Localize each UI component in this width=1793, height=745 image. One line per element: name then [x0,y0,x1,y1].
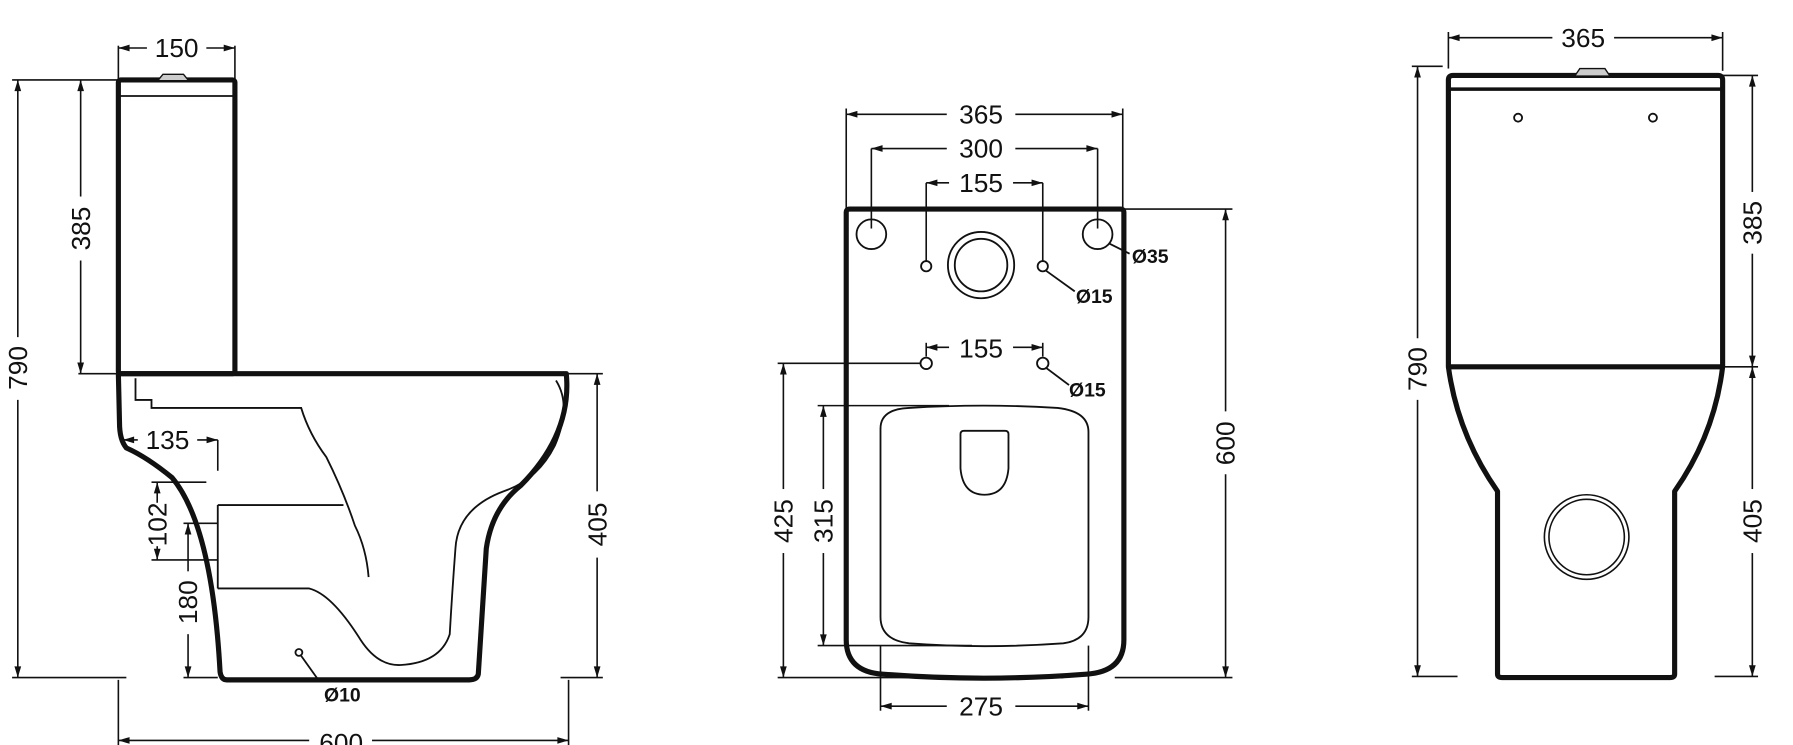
label-bolt-hole-diameter: Ø35 [1132,246,1169,268]
label-top-hole-diameter: Ø15 [1076,286,1113,308]
label-seat-hole-diameter: Ø15 [1069,379,1106,401]
dim-total-height: 790 [3,346,33,390]
dim-outlet-span: 102 [142,503,172,547]
dim-tank-height: 385 [66,207,96,251]
dim-seat-hole-spacing: 155 [959,334,1003,364]
dim-front-tank-height: 385 [1737,201,1767,245]
dim-seat-width: 275 [959,691,1003,721]
dim-seat-length: 315 [809,499,839,543]
dim-top-hole-spacing: 155 [959,168,1003,198]
side-view-outline [115,73,570,683]
dim-bowl-height: 405 [582,503,612,547]
rear-view: 365 300 155 Ø35 Ø15 155 Ø15 425 315 [769,99,1241,721]
dim-front-total-height: 790 [1403,347,1433,391]
dim-outlet-height: 180 [173,580,203,624]
front-view-outline [1445,67,1726,681]
front-dimensions: 365 790 385 405 [1403,23,1767,678]
dim-front-bowl-height: 405 [1737,499,1767,543]
label-hole-diameter: Ø10 [324,685,361,707]
dim-rear-width: 365 [959,99,1003,129]
rear-view-outline [843,206,1127,681]
side-dimensions: 150 790 385 405 600 135 102 180 Ø10 [3,33,612,745]
dim-outlet-offset: 135 [146,425,190,455]
dim-tank-width: 150 [155,33,199,63]
dim-seat-hole-height: 425 [769,499,799,543]
front-view: 365 790 385 405 [1403,23,1767,681]
dim-rear-length: 600 [1211,421,1241,465]
side-view: 150 790 385 405 600 135 102 180 Ø10 [3,33,612,745]
rear-dimensions: 365 300 155 Ø35 Ø15 155 Ø15 425 315 [769,99,1241,721]
dim-bolt-spacing: 300 [959,134,1003,164]
dim-front-width: 365 [1561,23,1605,53]
dim-depth: 600 [319,728,363,745]
